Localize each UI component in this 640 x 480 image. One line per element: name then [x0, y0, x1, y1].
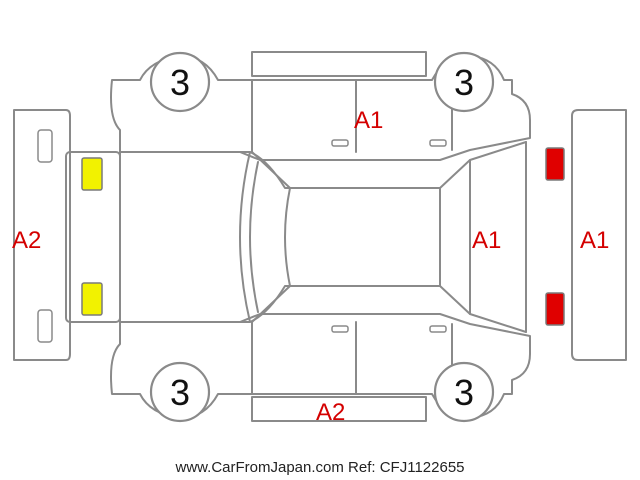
wheel-front-left: 3 — [149, 51, 211, 113]
wheel-rating-rear-left: 3 — [170, 372, 190, 413]
top-view-body — [65, 141, 527, 333]
wheel-front-right: 3 — [433, 51, 495, 113]
damage-code-side-bottom: A2 — [316, 399, 345, 426]
front-bumper-panel — [13, 109, 71, 361]
rear-lamp-top — [545, 147, 565, 181]
front-lamp-bottom — [81, 282, 103, 316]
wheel-rear-left: 3 — [149, 361, 211, 423]
wheel-rating-front-left: 3 — [170, 62, 190, 103]
lower-side-strip — [251, 396, 427, 422]
front-lamp-top — [81, 157, 103, 191]
damage-code-front-bumper: A2 — [12, 227, 41, 254]
wheel-rating-rear-right: 3 — [454, 372, 474, 413]
damage-code-rear-bumper: A1 — [580, 227, 609, 254]
damage-code-rear-window: A1 — [472, 227, 501, 254]
rear-lamp-bottom — [545, 292, 565, 326]
rear-bumper-panel — [571, 109, 627, 361]
wheel-rating-front-right: 3 — [454, 62, 474, 103]
damage-code-roof-upper: A1 — [354, 107, 383, 134]
upper-side-strip — [251, 51, 427, 77]
footer-reference: www.CarFromJapan.com Ref: CFJ1122655 — [175, 459, 465, 476]
wheel-rear-right: 3 — [433, 361, 495, 423]
